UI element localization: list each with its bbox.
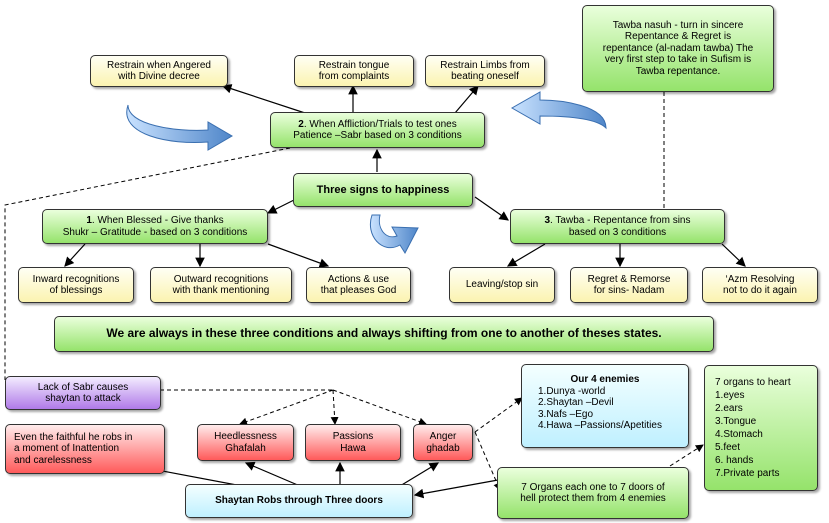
cycle-arrow-left-icon bbox=[126, 104, 233, 151]
repentance-condition-1: Leaving/stop sin bbox=[449, 267, 555, 303]
patience-condition-2: Restrain tongue from complaints bbox=[294, 55, 414, 87]
repentance-number: 3 bbox=[544, 215, 551, 226]
door-anger: Anger ghadab bbox=[413, 424, 473, 461]
organ-item: 2.ears bbox=[715, 403, 743, 414]
enemy-item: 2.Shaytan –Devil bbox=[538, 397, 614, 408]
patience-condition-3: Restrain Limbs from beating oneself bbox=[425, 55, 545, 87]
organs-title: 7 organs to heart bbox=[715, 377, 791, 388]
lack-sabr-box: Lack of Sabr causes shaytan to attack bbox=[5, 376, 161, 410]
cycle-arrow-center-icon bbox=[370, 214, 419, 255]
gratitude-condition-2: Outward recognitions with thank mentioni… bbox=[150, 267, 292, 303]
repentance-label: . Tawba - Repentance from sins based on … bbox=[550, 215, 691, 238]
gratitude-condition-3: Actions & use that pleases God bbox=[306, 267, 411, 303]
repentance-condition-3: ‘Azm Resolving not to do it again bbox=[702, 267, 818, 303]
organ-item: 3.Tongue bbox=[715, 416, 757, 427]
repentance-box: 3. Tawba - Repentance from sins based on… bbox=[510, 209, 725, 244]
organ-item: 7.Private parts bbox=[715, 468, 780, 479]
gratitude-box: 1. When Blessed - Give thanks Shukr – Gr… bbox=[42, 209, 268, 244]
patience-number: 2 bbox=[298, 118, 304, 130]
states-banner: We are always in these three conditions … bbox=[54, 316, 714, 352]
cycle-arrow-right-icon bbox=[510, 91, 607, 130]
faithful-box: Even the faithful he robs in a moment of… bbox=[5, 424, 165, 474]
enemy-item: 4.Hawa –Passions/Apetities bbox=[538, 420, 662, 431]
organs-list-box: 7 organs to heart 1.eyes 2.ears 3.Tongue… bbox=[704, 365, 818, 491]
door-heedlessness: Heedlessness Ghafalah bbox=[197, 424, 294, 461]
shaytan-robs-box: Shaytan Robs through Three doors bbox=[185, 484, 413, 518]
organ-item: 4.Stomach bbox=[715, 429, 763, 440]
enemies-title: Our 4 enemies bbox=[570, 374, 640, 385]
organ-item: 1.eyes bbox=[715, 390, 745, 401]
enemy-item: 3.Nafs –Ego bbox=[538, 408, 594, 420]
gratitude-number: 1 bbox=[86, 215, 92, 226]
gratitude-label: . When Blessed - Give thanks Shukr – Gra… bbox=[62, 215, 248, 238]
gratitude-condition-1: Inward recognitions of blessings bbox=[18, 267, 134, 303]
patience-box: 2. When Affliction/Trials to test ones P… bbox=[270, 112, 485, 148]
patience-label: . When Affliction/Trials to test ones Pa… bbox=[293, 118, 462, 142]
organ-item: 5.feet bbox=[715, 442, 741, 453]
door-passions: Passions Hawa bbox=[305, 424, 401, 461]
repentance-condition-2: Regret & Remorse for sins- Nadam bbox=[570, 267, 688, 303]
seven-organs-box: 7 Organs each one to 7 doors of hell pro… bbox=[497, 467, 689, 519]
tawba-note: Tawba nasuh - turn in sincere Repentance… bbox=[582, 5, 774, 92]
organ-item: 6. hands bbox=[715, 455, 754, 466]
three-signs-center: Three signs to happiness bbox=[293, 173, 473, 207]
enemies-box: Our 4 enemies 1.Dunya -world 2.Shaytan –… bbox=[521, 364, 689, 448]
enemy-item: 1.Dunya -world bbox=[538, 385, 606, 397]
patience-condition-1: Restrain when Angered with Divine decree bbox=[90, 55, 228, 87]
